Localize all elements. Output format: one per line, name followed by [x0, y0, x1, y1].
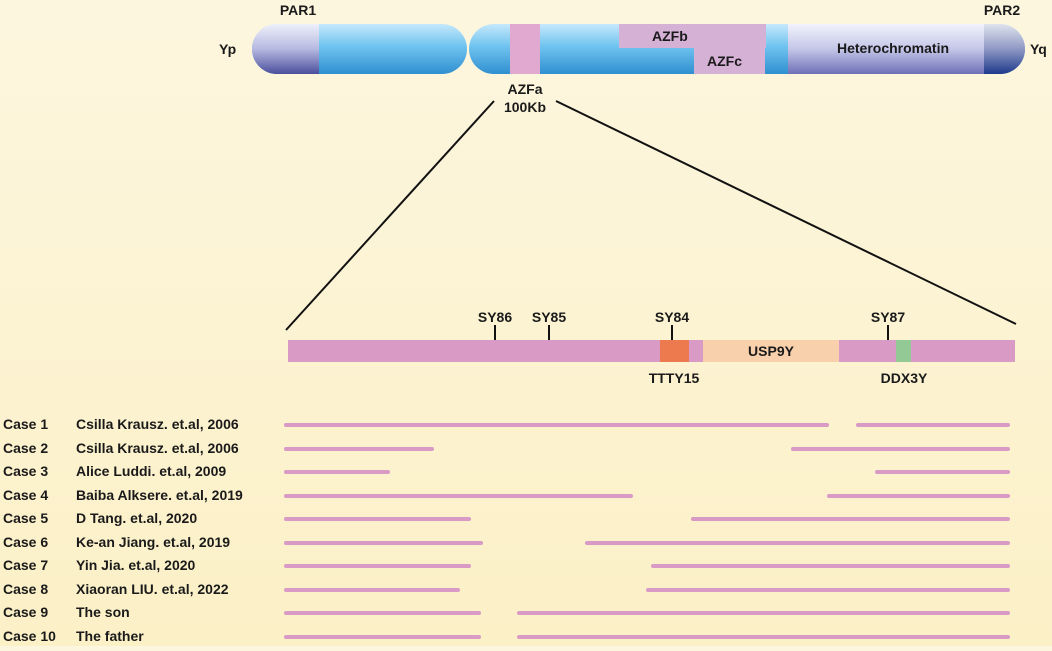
- ddx3y-label: DDX3Y: [881, 370, 928, 386]
- azfa-size-label: 100Kb: [504, 99, 546, 115]
- case-row: Case 6 Ke-an Jiang. et.al, 2019: [3, 534, 1010, 550]
- case-row: Case 10 The father: [3, 628, 1010, 644]
- par2-region: [984, 24, 1025, 74]
- case-id: Case 6: [3, 534, 48, 550]
- zoom-line-left: [285, 100, 495, 331]
- case-row: Case 9 The son: [3, 604, 1010, 620]
- azfb-box: [619, 24, 766, 48]
- chromosome-y: AZFb AZFc Heterochromatin Yp Yq PAR1 PAR…: [219, 2, 1047, 115]
- case-citation: Csilla Krausz. et.al, 2006: [76, 440, 239, 456]
- azfa-detail: SY86 SY85 SY84 SY87 USP9Y TTTY15 DDX3Y: [288, 309, 1015, 386]
- case-row: Case 2 Csilla Krausz. et.al, 2006: [3, 440, 1010, 456]
- ttty15-label: TTTY15: [649, 370, 700, 386]
- case-id: Case 8: [3, 581, 48, 597]
- case-citation: The son: [76, 604, 130, 620]
- case-citation: Xiaoran LIU. et.al, 2022: [76, 581, 229, 597]
- sy85-label: SY85: [532, 309, 566, 325]
- sy87-label: SY87: [871, 309, 905, 325]
- case-id: Case 5: [3, 510, 48, 526]
- usp9y-label: USP9Y: [748, 343, 795, 359]
- case-row: Case 8 Xiaoran LIU. et.al, 2022: [3, 581, 1010, 597]
- case-citation: Alice Luddi. et.al, 2009: [76, 463, 226, 479]
- case-id: Case 4: [3, 487, 48, 503]
- case-citation: Ke-an Jiang. et.al, 2019: [76, 534, 230, 550]
- azfa-region: [510, 24, 540, 74]
- par1-label: PAR1: [280, 2, 317, 18]
- heterochromatin-region: [788, 24, 984, 74]
- usp9y-gene: [703, 340, 839, 362]
- ddx3y-gene: [896, 340, 911, 362]
- case-citation: Baiba Alksere. et.al, 2019: [76, 487, 243, 503]
- case-citation: Yin Jia. et.al, 2020: [76, 557, 196, 573]
- par2-label: PAR2: [984, 2, 1021, 18]
- case-id: Case 2: [3, 440, 48, 456]
- case-id: Case 7: [3, 557, 48, 573]
- case-row: Case 3 Alice Luddi. et.al, 2009: [3, 463, 1010, 479]
- zoom-line-right: [555, 100, 1017, 325]
- case-row: Case 4 Baiba Alksere. et.al, 2019: [3, 487, 1010, 503]
- yq-label: Yq: [1030, 41, 1047, 57]
- case-id: Case 9: [3, 604, 48, 620]
- sy86-label: SY86: [478, 309, 512, 325]
- case-row: Case 1 Csilla Krausz. et.al, 2006: [3, 416, 1010, 432]
- case-citation: D Tang. et.al, 2020: [76, 510, 197, 526]
- yp-label: Yp: [219, 41, 236, 57]
- par1-region: [252, 24, 319, 74]
- ttty15-gene: [660, 340, 689, 362]
- azfc-label: AZFc: [707, 53, 742, 69]
- case-id: Case 3: [3, 463, 48, 479]
- sy84-label: SY84: [655, 309, 689, 325]
- p-arm: [252, 24, 467, 74]
- case-row: Case 5 D Tang. et.al, 2020: [3, 510, 1010, 526]
- azfa-label: AZFa: [508, 81, 543, 97]
- case-id: Case 1: [3, 416, 48, 432]
- case-row: Case 7 Yin Jia. et.al, 2020: [3, 557, 1010, 573]
- case-citation: Csilla Krausz. et.al, 2006: [76, 416, 239, 432]
- azfc-box: [694, 48, 765, 74]
- azfb-label: AZFb: [652, 28, 688, 44]
- case-rows: Case 1 Csilla Krausz. et.al, 2006 Case 2…: [3, 416, 1010, 644]
- heterochromatin-label: Heterochromatin: [837, 40, 949, 56]
- case-citation: The father: [76, 628, 144, 644]
- case-id: Case 10: [3, 628, 56, 644]
